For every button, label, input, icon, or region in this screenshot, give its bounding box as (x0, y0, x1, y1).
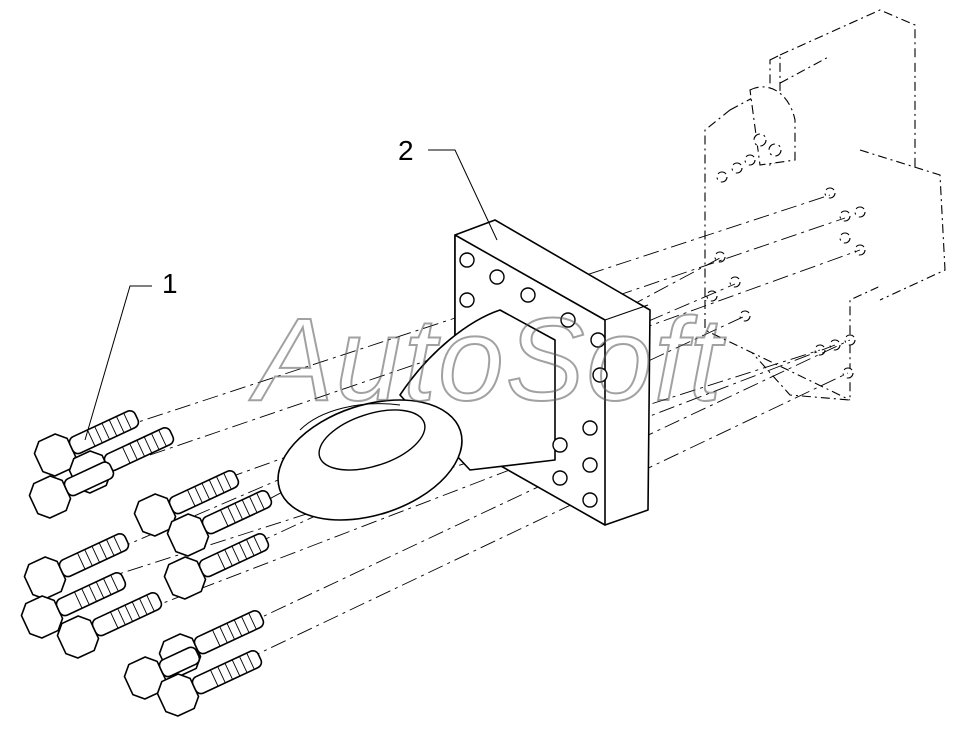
bolt (133, 469, 240, 537)
leader-lines (84, 149, 498, 441)
callout-label-2: 2 (398, 135, 414, 166)
leader-line-1 (84, 285, 152, 441)
bolt-set (20, 409, 273, 717)
watermark-text: AutoSoft (249, 294, 726, 426)
bolt (56, 591, 163, 659)
bolt (20, 571, 127, 639)
bolt (33, 409, 140, 477)
frame-crossmember-phantom (704, 9, 946, 401)
bolt (28, 461, 115, 519)
leader-line-2 (428, 149, 498, 241)
bolt (23, 532, 130, 600)
bolt (166, 489, 273, 557)
callout-label-1: 1 (162, 268, 178, 299)
towing-eye-flange (277, 219, 651, 526)
bolt (156, 649, 263, 717)
bolt (163, 532, 270, 600)
